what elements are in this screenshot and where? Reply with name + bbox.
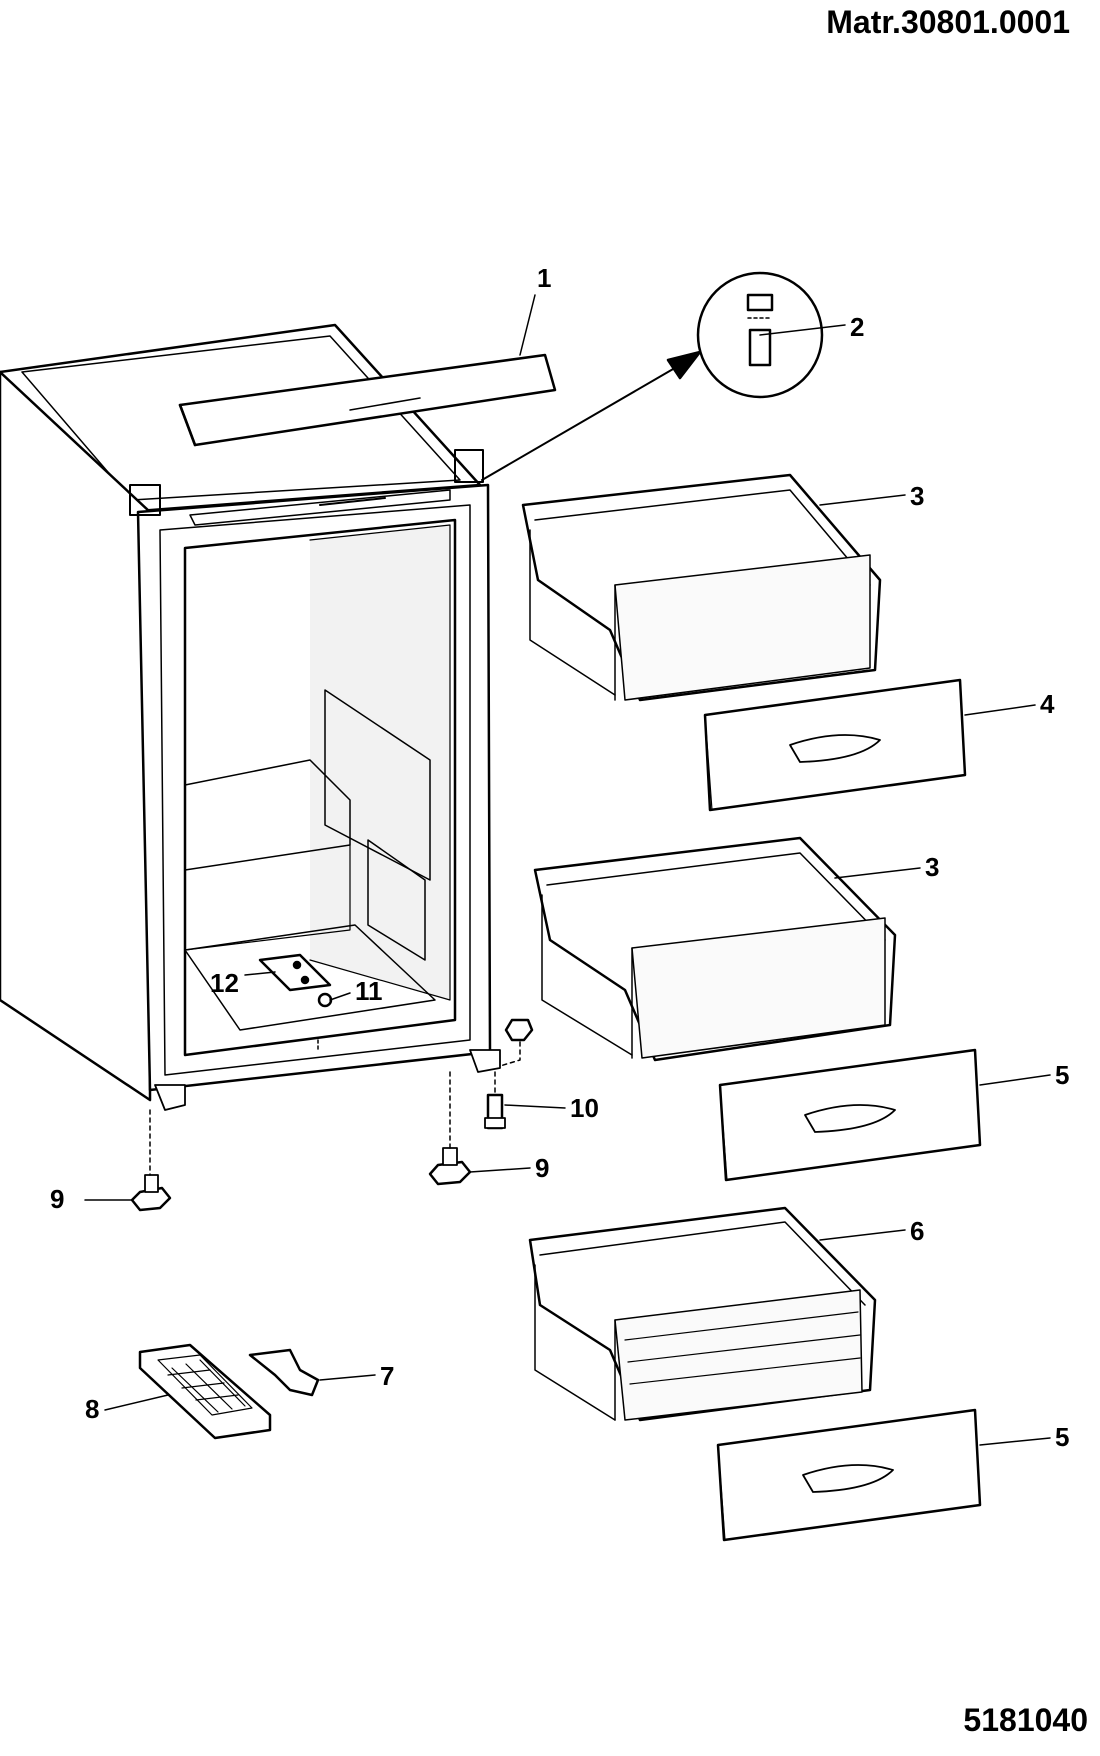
callout-8: 8 <box>85 1394 99 1424</box>
callout-4: 4 <box>1040 689 1055 719</box>
ice-cube-tray <box>138 1343 272 1440</box>
bolt <box>484 1071 506 1130</box>
callout-10: 10 <box>570 1093 599 1123</box>
document-number: 5181040 <box>963 1702 1088 1738</box>
drawer-front-lower <box>716 1408 982 1542</box>
callout-12: 12 <box>210 968 239 998</box>
foot-right <box>428 1071 472 1186</box>
drawer-front-middle <box>718 1048 982 1182</box>
foot-left <box>130 1109 172 1212</box>
callout-11: 11 <box>355 976 383 1006</box>
callout-2: 2 <box>850 312 864 342</box>
drawer-upper <box>521 473 882 702</box>
nut <box>499 1018 534 1067</box>
callout-3-middle: 3 <box>925 852 939 882</box>
bracket <box>258 953 332 992</box>
callout-3-upper: 3 <box>910 481 924 511</box>
callout-9-left: 9 <box>50 1184 64 1214</box>
top-trim-bar <box>178 353 557 447</box>
drawer-middle <box>533 836 897 1062</box>
callout-6: 6 <box>910 1216 924 1246</box>
callout-5-middle: 5 <box>1055 1060 1069 1090</box>
callout-5-lower: 5 <box>1055 1422 1069 1452</box>
fridge-cabinet <box>0 323 501 1111</box>
callout-numbers: 1 2 3 4 3 5 6 5 7 8 9 9 10 11 12 <box>50 263 1069 1452</box>
drawer-front-upper <box>703 678 967 812</box>
leader-lines <box>84 294 1051 1446</box>
crisper-drawer <box>528 1206 877 1422</box>
detail-arrow <box>481 350 702 481</box>
callout-1: 1 <box>537 263 551 293</box>
model-number: Matr.30801.0001 <box>826 4 1070 40</box>
ice-scraper <box>248 1348 320 1397</box>
callout-9-right: 9 <box>535 1153 549 1183</box>
callout-7: 7 <box>380 1361 394 1391</box>
